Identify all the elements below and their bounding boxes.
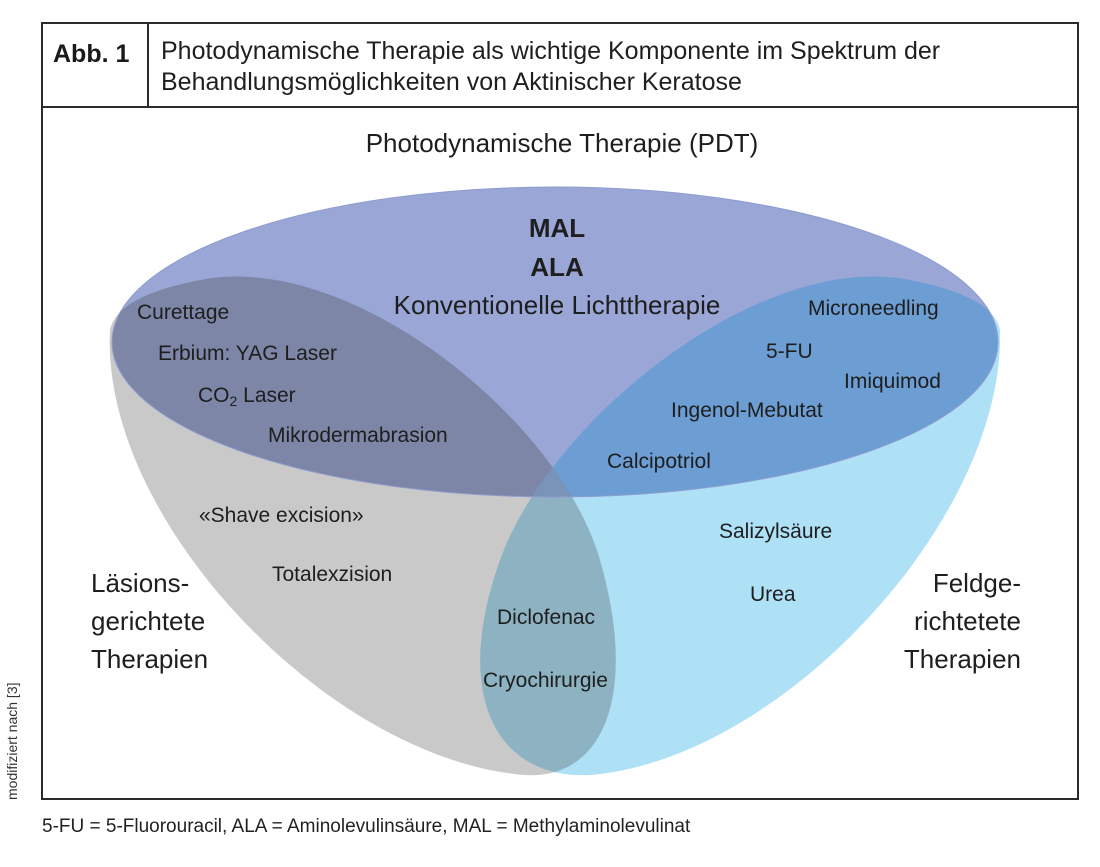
conventional-therapy-label: Konventionelle Lichttherapie <box>393 290 721 320</box>
co2-laser-label: CO2 Laser <box>198 384 296 409</box>
figure-label: Abb. 1 <box>43 24 149 106</box>
ala-label: ALA <box>530 252 584 282</box>
pdt-field-overlap-region <box>480 276 998 497</box>
figure-caption: Photodynamische Therapie als wichtige Ko… <box>161 37 941 96</box>
mikrodermabrasion-label: Mikrodermabrasion <box>268 424 448 447</box>
abbreviations-footnote: 5-FU = 5-Fluorouracil, ALA = Aminolevuli… <box>42 816 691 837</box>
lesion-directed-therapies-label: Läsions- gerichtete Therapien <box>91 568 209 674</box>
erbium-yag-laser-label: Erbium: YAG Laser <box>158 342 337 365</box>
imiquimod-label: Imiquimod <box>844 370 941 393</box>
totalexzision-label: Totalexzision <box>272 563 393 586</box>
diclofenac-label: Diclofenac <box>497 606 596 629</box>
field-directed-therapies-label: Feldge- richtetete Therapien <box>903 568 1021 674</box>
ingenol-mebutat-label: Ingenol-Mebutat <box>671 399 823 422</box>
calcipotriol-label: Calcipotriol <box>607 450 711 473</box>
pdt-title: Photodynamische Therapie (PDT) <box>365 128 759 158</box>
figure-header: Abb. 1 Photodynamische Therapie als wich… <box>43 24 1077 108</box>
source-credit: modifiziert nach [3] <box>4 682 20 801</box>
mal-label: MAL <box>528 213 586 243</box>
microneedling-label: Microneedling <box>808 297 939 320</box>
salizylsaeure-label: Salizylsäure <box>719 520 833 543</box>
urea-label: Urea <box>750 583 796 606</box>
cryochirurgie-label: Cryochirurgie <box>483 669 608 692</box>
shave-excision-label: «Shave excision» <box>199 504 364 527</box>
five-fu-label: 5-FU <box>766 340 813 363</box>
curettage-label: Curettage <box>137 301 230 324</box>
pdt-lesion-overlap-region <box>112 276 616 497</box>
lesion-field-overlap-region <box>480 276 616 776</box>
